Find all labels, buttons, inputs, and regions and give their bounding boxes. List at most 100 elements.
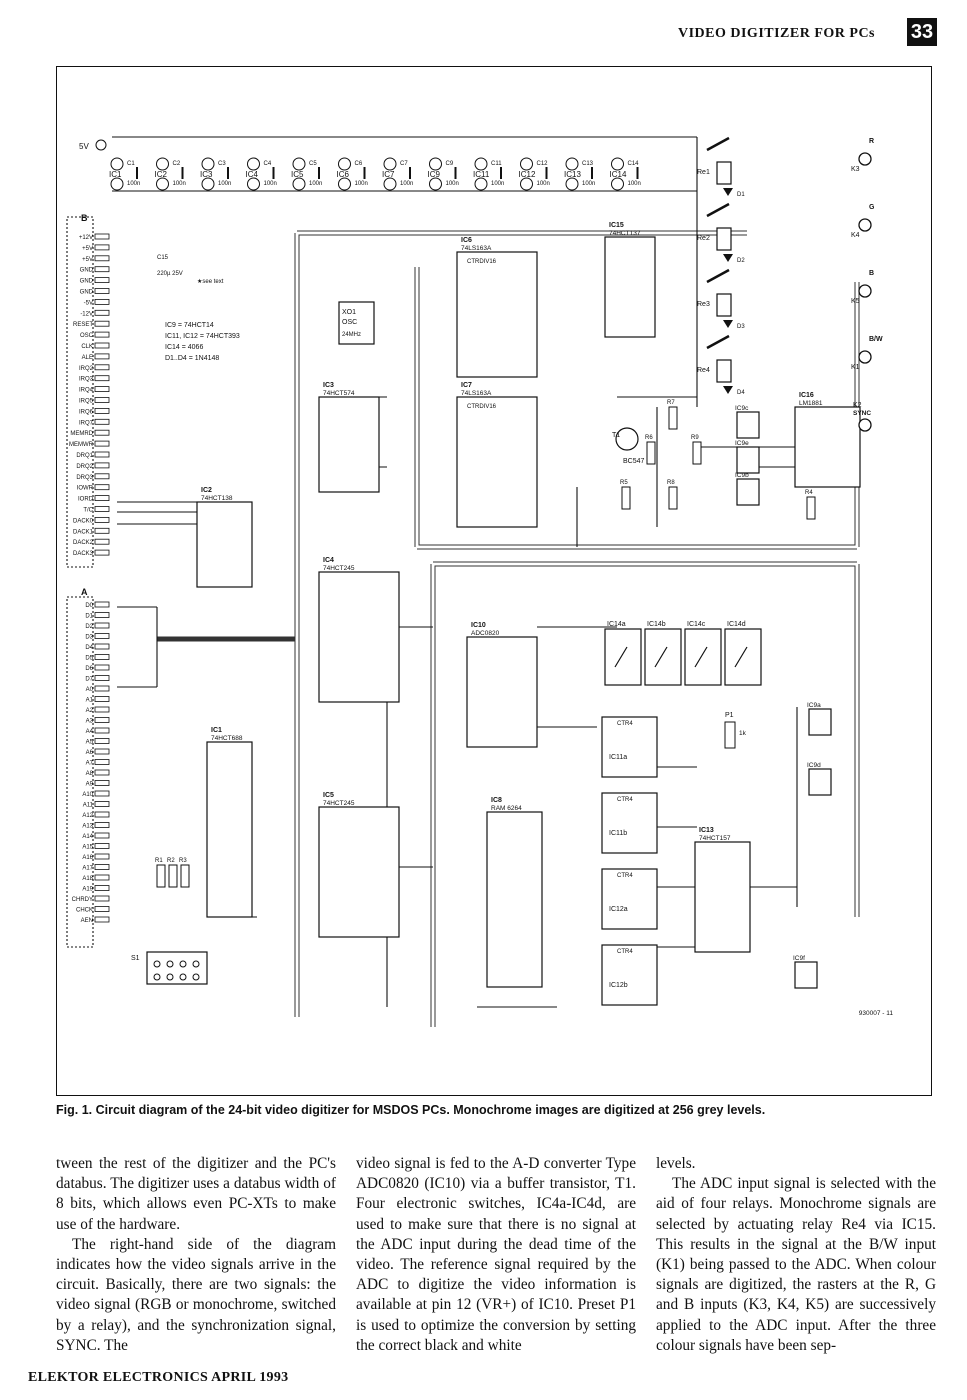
counter-name: IC11a <box>609 754 627 761</box>
ic-type: 74HCT157 <box>699 835 731 842</box>
bus-a-signal: A1 <box>86 698 94 704</box>
bus-a-signal: D1 <box>85 614 93 620</box>
bus-a-signal: D4 <box>85 645 93 651</box>
edge-contact <box>94 527 110 534</box>
edge-contact <box>94 309 110 316</box>
edge-contact <box>94 916 110 923</box>
diode-symbol <box>723 386 733 394</box>
capacitor-value: 100n <box>446 181 459 187</box>
edge-contact <box>94 440 110 447</box>
input-jack <box>858 218 872 232</box>
ic-name: IC1 <box>211 727 222 734</box>
capacitor-value: 100n <box>582 181 595 187</box>
transistor-type: BC547 <box>623 458 645 465</box>
edge-contact <box>94 407 110 414</box>
bus-b-signal: OSC <box>80 333 94 339</box>
decoupling-ic-label: IC4 <box>246 170 259 179</box>
counter-ic12a <box>601 868 658 930</box>
ic-ic1 <box>206 741 253 918</box>
bus-a-signal: A17 <box>82 866 93 872</box>
relay-coil <box>716 227 732 251</box>
edge-contact <box>94 706 110 713</box>
bus-b-signal: T/C <box>83 508 93 514</box>
bus-a-signal: A14 <box>82 834 93 840</box>
bus-b-signal: GND <box>80 290 94 296</box>
ic-type: ADC0820 <box>471 630 500 637</box>
resistor-body <box>180 864 190 888</box>
transistor-name: T1 <box>612 432 620 439</box>
bus-b-signal: GND <box>80 268 94 274</box>
relay-name: Re1 <box>697 169 710 176</box>
bus-a-signal: A4 <box>86 729 94 735</box>
ic-type: 74HCT688 <box>211 735 243 742</box>
pin-circle <box>565 177 579 191</box>
paragraph: video signal is fed to the A-D converter… <box>356 1155 636 1354</box>
decoupling-ic-label: IC13 <box>564 170 581 179</box>
decoupling-ic-label: IC1 <box>109 170 122 179</box>
switch-name: IC14a <box>607 621 626 628</box>
edge-contact <box>94 277 110 284</box>
resistor-name: R6 <box>645 435 653 441</box>
bus-b-signal: IRQ5 <box>79 399 94 405</box>
decoupling-ic-label: IC14 <box>610 170 627 179</box>
ic-type: RAM 6264 <box>491 805 522 812</box>
capacitor-value: 100n <box>400 181 413 187</box>
edge-contact <box>94 885 110 891</box>
counter-function: CTR4 <box>617 721 633 727</box>
dip-pole <box>179 960 187 968</box>
bus-a-signal: A0 <box>86 687 94 693</box>
decoupling-ic-label: IC11 <box>473 170 490 179</box>
bus-b-signal: DRQ2 <box>76 464 93 470</box>
jack-name: K4 <box>851 232 860 239</box>
edge-contact <box>94 473 110 480</box>
resistor-body <box>668 486 678 510</box>
pin-circle <box>201 177 215 191</box>
bus-b-signal: DRQ1 <box>76 453 93 459</box>
input-jack <box>858 350 872 364</box>
ic-type: 74LS163A <box>461 245 492 252</box>
edge-contact <box>94 685 110 692</box>
bus-b-signal: IRQ3 <box>79 377 94 383</box>
pin-circle <box>520 177 533 191</box>
ic-ic15 <box>604 236 656 338</box>
bus-a-signal: D6 <box>85 666 93 672</box>
input-jack <box>858 284 872 298</box>
schmitt-ic9b <box>736 478 760 506</box>
figure-caption: Fig. 1. Circuit diagram of the 24-bit vi… <box>56 1103 766 1117</box>
pin-circle <box>474 157 488 171</box>
ic-name: IC6 <box>461 237 472 244</box>
edge-contact <box>94 612 110 618</box>
ic-name: IC5 <box>323 792 334 799</box>
capacitor-value: 100n <box>127 181 140 187</box>
ic-type: 74HCT245 <box>323 565 355 572</box>
edge-contact <box>94 811 110 818</box>
edge-contact <box>94 801 110 807</box>
ic-name: IC2 <box>201 487 212 494</box>
schmitt-ic9e <box>736 446 760 474</box>
ic-ic10 <box>466 636 538 748</box>
edge-contact <box>94 874 110 881</box>
connector-b-label: B <box>81 213 88 223</box>
see-text-note: ★see text <box>197 278 224 285</box>
oscillator-xo1 <box>338 301 375 345</box>
relay-name: Re4 <box>697 367 710 374</box>
publication-footer: ELEKTOR ELECTRONICS APRIL 1993 <box>28 1370 289 1385</box>
dip-switch-name: S1 <box>131 955 140 962</box>
counter-ic12b <box>601 944 658 1006</box>
edge-contact <box>94 759 110 765</box>
ic-type: 74HCT245 <box>323 800 355 807</box>
capacitor-value: 100n <box>309 181 322 187</box>
schmitt-ic9c <box>736 411 760 439</box>
bus-b-signal: IRQ2 <box>79 366 94 372</box>
edge-contact <box>94 244 110 251</box>
bus-b-signal: IOWR <box>77 486 94 492</box>
ic-note: IC9 = 74HCT14 <box>165 322 214 329</box>
pin-circle <box>429 157 442 171</box>
ic-name: IC16 <box>799 392 814 399</box>
column-3: levels. The ADC input signal is selected… <box>656 1154 936 1354</box>
switch-contact <box>734 646 748 668</box>
ic-type: 74HCT574 <box>323 390 355 397</box>
jack-label: SYNC <box>853 410 871 417</box>
relay-name: Re2 <box>697 235 710 242</box>
pin-circle <box>338 157 351 171</box>
